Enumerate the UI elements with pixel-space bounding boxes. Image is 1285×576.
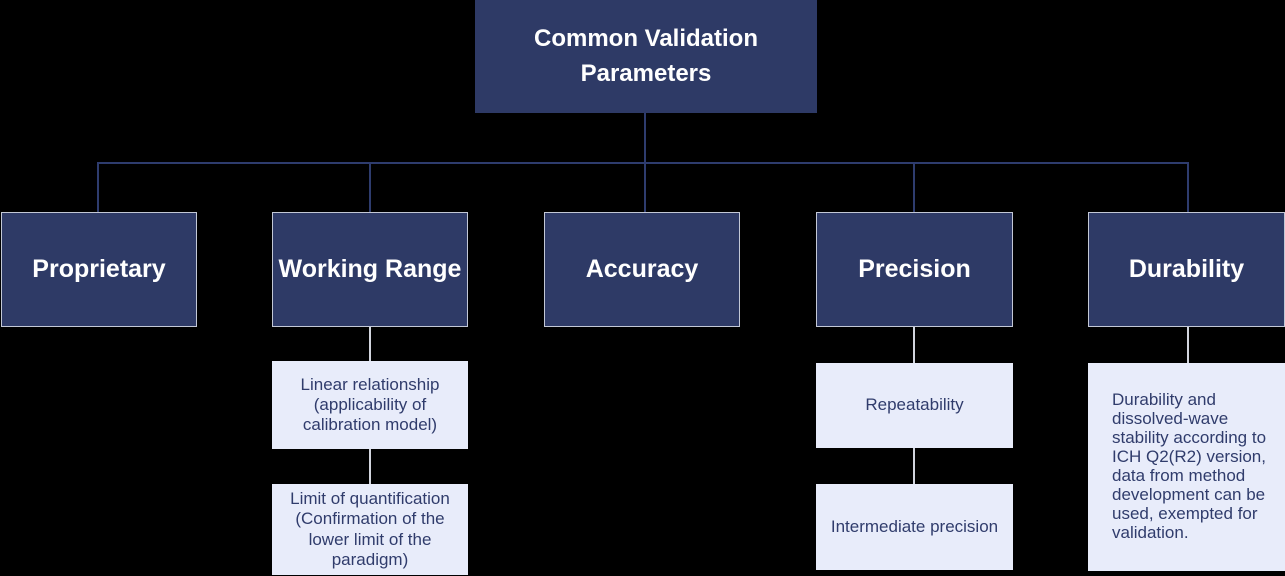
node-label: Precision bbox=[858, 254, 971, 283]
leaf-label: Linear relationship (applicability of ca… bbox=[300, 374, 440, 435]
node-intermediate-precision: Intermediate precision bbox=[816, 484, 1013, 570]
leaf-label: Durability and dissolved-wave stability … bbox=[1112, 390, 1267, 543]
connector-drop-durability bbox=[1187, 163, 1189, 212]
leaf-label: Intermediate precision bbox=[830, 516, 999, 536]
node-linear-relationship: Linear relationship (applicability of ca… bbox=[272, 361, 468, 449]
connector-drop-proprietary bbox=[97, 163, 99, 212]
node-durability: Durability bbox=[1088, 212, 1285, 327]
connector-linear-to-limit bbox=[369, 449, 371, 484]
root-node-label: Common Validation Parameters bbox=[533, 24, 758, 87]
connector-horizontal-bus bbox=[97, 162, 1189, 164]
node-limit-of-quantification: Limit of quantification (Confirmation of… bbox=[272, 484, 468, 575]
node-repeatability: Repeatability bbox=[816, 363, 1013, 448]
node-label: Working Range bbox=[278, 254, 462, 283]
connector-drop-precision bbox=[913, 163, 915, 212]
connector-root-vertical bbox=[644, 113, 646, 163]
connector-precision-to-repeatability bbox=[913, 327, 915, 363]
connector-durability-to-description bbox=[1187, 327, 1189, 363]
node-working-range: Working Range bbox=[272, 212, 468, 327]
connector-drop-working-range bbox=[369, 163, 371, 212]
node-label: Proprietary bbox=[32, 254, 166, 283]
node-common-validation-parameters: Common Validation Parameters bbox=[475, 0, 817, 113]
connector-drop-accuracy bbox=[644, 163, 646, 212]
node-precision: Precision bbox=[816, 212, 1013, 327]
node-proprietary: Proprietary bbox=[1, 212, 197, 327]
node-label: Durability bbox=[1128, 254, 1245, 283]
node-label: Accuracy bbox=[585, 254, 699, 283]
connector-repeatability-to-intermediate bbox=[913, 448, 915, 484]
node-durability-description: Durability and dissolved-wave stability … bbox=[1088, 363, 1285, 571]
leaf-label: Limit of quantification (Confirmation of… bbox=[290, 489, 450, 569]
node-accuracy: Accuracy bbox=[544, 212, 740, 327]
connector-working-range-to-linear bbox=[369, 327, 371, 361]
leaf-label: Repeatability bbox=[865, 395, 964, 415]
